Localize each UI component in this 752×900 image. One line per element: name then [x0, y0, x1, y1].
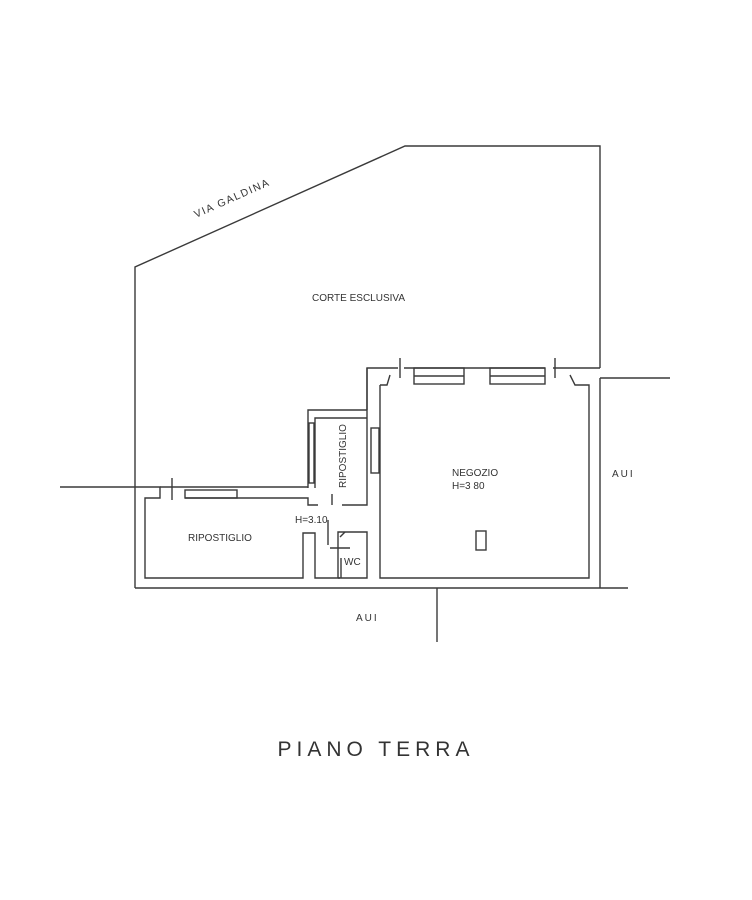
neighbor-bottom-label: AUI: [356, 613, 379, 624]
shop-label: NEGOZIO: [452, 468, 498, 479]
storage-left-walls: [144, 478, 350, 579]
storage-vertical-label: RIPOSTIGLIO: [338, 424, 349, 488]
shop-height: H=3 80: [452, 481, 485, 492]
street-label: VIA GALDINA: [192, 176, 272, 220]
storage-left-label: RIPOSTIGLIO: [188, 533, 252, 544]
floor-title: PIANO TERRA: [277, 738, 475, 761]
storage-vertical-walls: [307, 368, 368, 506]
wc-label: WC: [344, 557, 361, 568]
corridor-height: H=3.10: [295, 515, 328, 526]
neighbor-right-label: AUI: [612, 469, 635, 480]
wc-walls: [337, 531, 368, 579]
courtyard-label: CORTE ESCLUSIVA: [312, 293, 405, 304]
lot-boundary: [60, 145, 670, 642]
